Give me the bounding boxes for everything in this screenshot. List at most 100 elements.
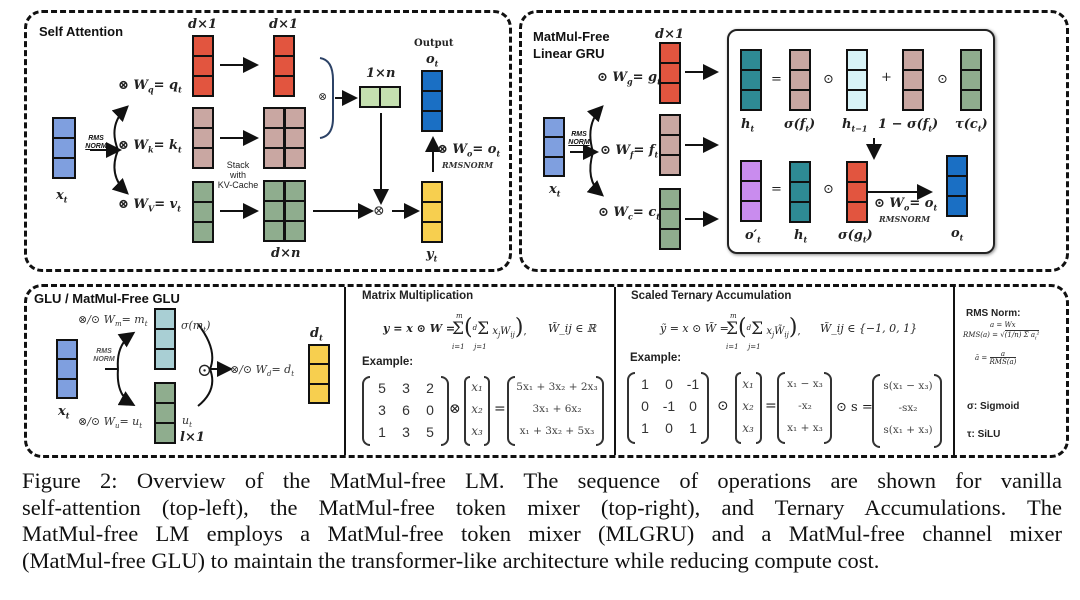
ternary-scaled-bracket-left [872,374,880,448]
qk-brace [319,57,334,139]
sigma-f-label: σ(ft) [784,117,816,134]
ternary-matrix-cell: 1 [641,420,649,436]
mlgru-x-vector [543,117,565,177]
mlgru-output-label: ot [951,226,964,243]
ternary-matrix-cell: -1 [686,376,700,392]
score-value-otimes: ⊗ [373,203,385,219]
matmul-formula-sum: m Σ(dΣ xjWij), i=1 j=1 [452,312,527,351]
row2-op-1: ⊙ [823,182,834,197]
matmul-matrix-cell: 2 [426,380,434,396]
glu-arrows [105,323,233,407]
x-vector [52,117,76,179]
ternary-matrix-cell: 1 [641,376,649,392]
self-attention-arrows [90,57,441,219]
y-vector [421,181,443,243]
bottom-panel [24,284,1069,458]
glu-x-vector [56,339,78,399]
h-label-row2: ht [794,228,808,245]
query-vector-copy [273,35,295,97]
caption-line: Figure 2: Overview of the MatMul-free LM… [22,468,1062,493]
h-label: ht [741,117,755,134]
matmul-matrix-cell: 3 [378,402,386,418]
tau-definition: τ: SiLU [967,429,1001,440]
row1-op-1: ⊙ [823,72,834,87]
ternary-vector-cell: x₂ [742,399,754,413]
ternary-op: ⊙ [717,398,729,414]
matmul-eq: = [494,401,506,417]
d-vector [308,344,330,404]
ternary-matrix-cell: 0 [641,398,649,414]
rms-line1: a = Wx [990,321,1016,329]
ternary-formula-lhs: ỹ = x ⊙ W̃ = [660,322,729,335]
matmul-matrix-bracket-left [362,376,370,446]
ternary-matrix-cell: -1 [662,398,676,414]
f-vector [659,114,681,176]
sigma-g-label: σ(gt) [838,228,873,245]
ternary-result-bracket-left [777,372,785,444]
h-prev-vector [846,49,868,111]
glu-title: GLU / MatMul-Free GLU [34,291,180,306]
m-equation: ⊗/⊙ Wm= mt [78,313,148,329]
q-dim-label: d×1 [188,17,218,32]
self-attention-title: Self Attention [39,24,124,39]
matmul-matrix-cell: 0 [426,402,434,418]
matmul-result-cell: 5x₁ + 3x₂ + 2x₃ [516,381,598,393]
matmul-matrix-cell: 3 [402,424,410,440]
d-label: dt [310,326,323,343]
matmul-vector-cell: x₃ [471,424,483,438]
matmul-matrix-cell: 3 [402,380,410,396]
ternary-matrix-cell: 0 [665,376,673,392]
mlgru-panel [519,10,1069,272]
mlgru-rmsnorm-label: RMSNORM [879,214,931,224]
qk-otimes: ⊗ [318,90,328,103]
caption-line: self-attention (top-left), the MatMul-fr… [22,494,1062,520]
mlgru-arrows [570,64,933,227]
attention-score-vector [359,86,401,108]
m-vector [154,308,176,370]
sigma-f-vector [789,49,811,111]
ternary-matrix-bracket-left [627,372,635,444]
one-minus-sigma-f-vector [902,49,924,111]
h-vector-row2 [789,161,811,223]
matmul-result-cell: 3x₁ + 6x₂ [532,403,582,415]
h-prev-label: ht−1 [842,117,868,134]
key-cache-matrix [263,107,306,169]
ternary-vector-cell: x₃ [742,421,754,435]
matmul-op: ⊗ [449,401,461,417]
split-arrow-down [111,149,129,195]
sigma-definition: σ: Sigmoid [967,401,1020,412]
row1-op-2: + [881,70,892,85]
mlgru-inner-box [727,29,995,254]
matmul-domain: W̃_ij ∈ ℝ [548,322,597,335]
ternary-scaled-cell: s(x₁ + x₃) [883,424,933,436]
matmul-matrix-cell: 6 [402,402,410,418]
mlgru-x-label: xt [549,182,561,199]
f-equation: ⊙ Wf= ft [600,143,659,160]
score-dim-label: 1×n [366,66,396,81]
o-prime-vector [740,160,762,222]
row1-op-0: = [771,72,782,87]
ternary-result-cell: -x₂ [798,400,812,412]
value-vector [192,181,214,243]
u-equation: ⊗/⊙ Wu= ut [78,415,143,431]
ternary-result-cell: x₁ + x₃ [787,422,823,434]
divider-3 [953,287,955,455]
self-attention-panel [24,10,512,272]
ternary-matrix-cell: 0 [665,420,673,436]
matmul-result-bracket-left [507,376,515,446]
ternary-formula-sum: m Σ(dΣ xjW̃ij), i=1 j=1 [726,312,801,351]
output-vector [421,70,443,132]
ternary-vector-bracket-right [756,372,762,444]
matmul-matrix-cell: 1 [378,424,386,440]
rms-title: RMS Norm: [966,308,1021,319]
ternary-result-cell: x₁ − x₃ [787,378,823,390]
divider-1 [344,287,346,455]
ternary-domain: W̃_ij ∈ {−1, 0, 1} [820,322,918,335]
matmul-example-label: Example: [362,356,414,368]
kv-dim-label: d×n [271,246,301,261]
matmul-vector-bracket-right [484,376,490,446]
